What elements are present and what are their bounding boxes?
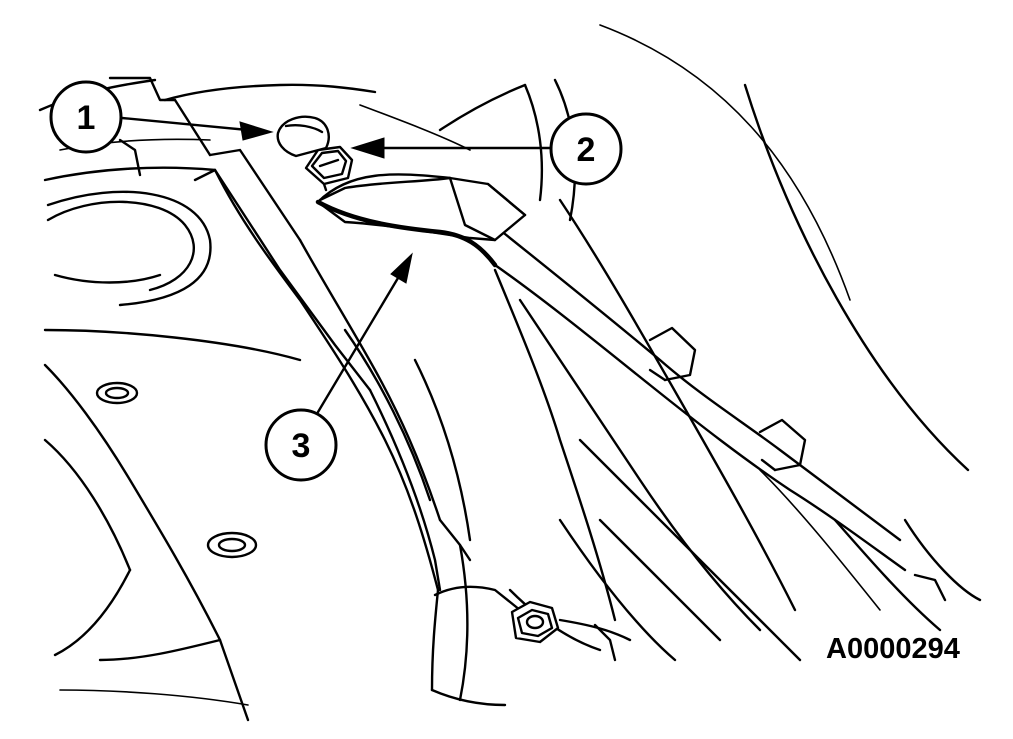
callout-3-label: 3 — [292, 427, 311, 465]
callout-2: 2 — [549, 112, 623, 186]
lower-hex-nut — [510, 600, 560, 644]
figure-id-label: A0000294 — [826, 633, 960, 665]
callout-1-label: 1 — [77, 99, 96, 137]
arm-cap — [276, 115, 330, 158]
callout-leaders — [120, 116, 552, 414]
vehicle-body-linework — [38, 24, 982, 722]
arm-retaining-nut — [304, 145, 354, 192]
wiper-arm — [315, 173, 527, 268]
callout-3: 3 — [264, 408, 338, 482]
callout-2-label: 2 — [577, 131, 596, 169]
callout-1: 1 — [49, 80, 123, 154]
